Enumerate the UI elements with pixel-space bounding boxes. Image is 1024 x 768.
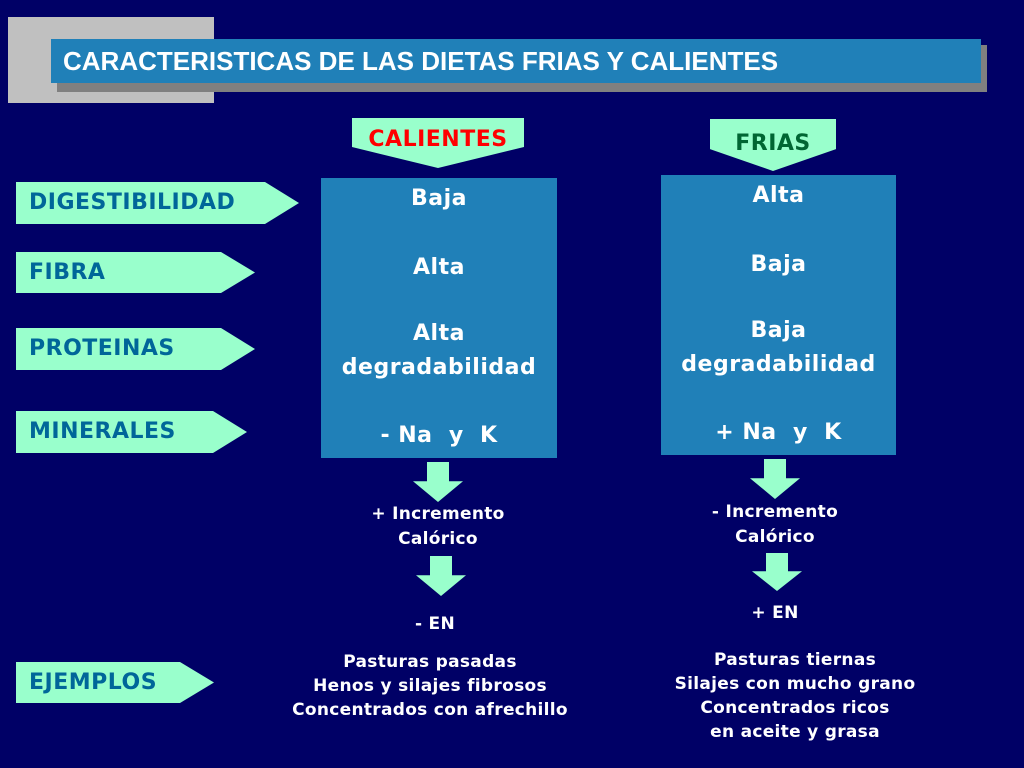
frias-minerales-value: + Na y K: [715, 420, 842, 445]
calientes-fibra-value: Alta: [413, 255, 465, 280]
slide-title: CARACTERISTICAS DE LAS DIETAS FRIAS Y CA…: [51, 39, 981, 83]
calientes-header: CALIENTES: [352, 118, 524, 168]
frias-fibra-value: Baja: [750, 252, 807, 277]
frias-proteinas-value-line2: degradabilidad: [681, 352, 876, 377]
frias-digestibilidad-value: Alta: [752, 183, 805, 208]
calientes-result-1-line2: Calórico: [398, 529, 478, 549]
calientes-panel: Baja Alta Alta degradabilidad - Na y K: [321, 178, 557, 458]
frias-down-arrow-1: [750, 459, 800, 499]
frias-example-2: Silajes con mucho grano: [674, 674, 916, 694]
calientes-result-1: + Incremento Calórico: [318, 502, 558, 552]
calientes-minerales-value: - Na y K: [380, 423, 498, 448]
calientes-proteinas-value-line2: degradabilidad: [341, 355, 537, 380]
calientes-digestibilidad-value: Baja: [410, 186, 467, 211]
row-label-digestibilidad: DIGESTIBILIDAD: [16, 182, 299, 224]
calientes-result-1-line1: + Incremento: [371, 504, 505, 524]
row-label-fibra: FIBRA: [16, 252, 255, 293]
frias-result-1: - Incremento Calórico: [655, 500, 895, 550]
frias-example-3: Concentrados ricos: [700, 698, 890, 718]
frias-panel: Alta Baja Baja degradabilidad + Na y K: [661, 175, 896, 455]
calientes-example-2: Henos y silajes fibrosos: [313, 676, 547, 696]
frias-result-1-line2: Calórico: [735, 527, 815, 547]
frias-example-1: Pasturas tiernas: [713, 650, 877, 670]
calientes-example-1: Pasturas pasadas: [343, 652, 517, 672]
row-label-ejemplos: EJEMPLOS: [16, 662, 214, 703]
row-label-proteinas: PROTEINAS: [16, 328, 255, 370]
frias-examples: Pasturas tiernas Silajes con mucho grano…: [620, 648, 970, 744]
frias-result-1-line1: - Incremento: [711, 502, 839, 522]
frias-proteinas-value: Baja: [750, 318, 807, 343]
calientes-down-arrow-1: [413, 462, 463, 502]
calientes-result-2: - EN: [414, 614, 455, 634]
frias-example-4: en aceite y grasa: [710, 722, 880, 742]
frias-header: FRIAS: [710, 119, 836, 171]
calientes-examples: Pasturas pasadas Henos y silajes fibroso…: [255, 650, 605, 722]
row-label-minerales: MINERALES: [16, 411, 247, 453]
frias-down-arrow-2: [752, 553, 802, 591]
frias-result-2: + EN: [751, 603, 799, 623]
calientes-down-arrow-2: [416, 556, 466, 596]
calientes-example-3: Concentrados con afrechillo: [292, 700, 568, 720]
calientes-proteinas-value: Alta: [413, 321, 465, 346]
